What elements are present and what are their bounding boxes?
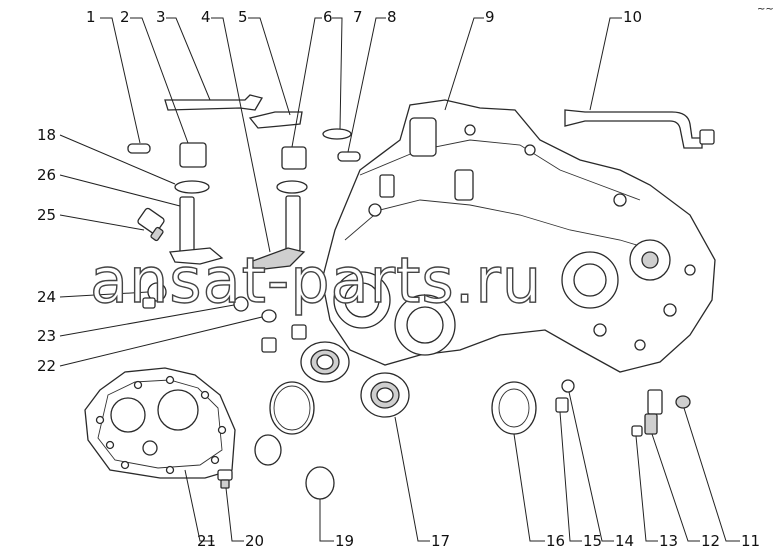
- callout-16: 16: [546, 532, 565, 550]
- side-cover-21: [84, 367, 236, 479]
- callout-22: 22: [37, 357, 56, 375]
- pin-8: [337, 151, 361, 162]
- bushing-small-b: [291, 324, 307, 340]
- callout-26: 26: [37, 166, 56, 184]
- callout-14: 14: [615, 532, 634, 550]
- bearing-17: [360, 372, 410, 418]
- drain-plug-20: [217, 469, 233, 489]
- callout-21: 21: [197, 532, 216, 550]
- callout-4: 4: [201, 8, 211, 26]
- callout-9: 9: [485, 8, 495, 26]
- callout-13: 13: [659, 532, 678, 550]
- callout-25: 25: [37, 206, 56, 224]
- seal-ring-18: [174, 180, 210, 194]
- shift-rod: [564, 109, 715, 149]
- oil-seal-16: [491, 381, 537, 435]
- callout-3: 3: [156, 8, 166, 26]
- callout-24: 24: [37, 288, 56, 306]
- o-ring-14: [561, 379, 575, 393]
- callout-18: 18: [37, 126, 56, 144]
- o-ring-7: [322, 128, 352, 140]
- plug-22: [261, 309, 277, 323]
- bearing-upper: [300, 341, 350, 383]
- washer-13: [631, 425, 643, 437]
- bushing-small-a: [261, 337, 277, 353]
- transmission-housing: [321, 99, 716, 373]
- o-ring-19: [305, 466, 335, 500]
- leader-lines: [59, 17, 740, 542]
- callout-10: 10: [623, 8, 642, 26]
- callout-2: 2: [120, 8, 130, 26]
- callout-8: 8: [387, 8, 397, 26]
- callout-5: 5: [238, 8, 248, 26]
- shift-fork-plate-3: [164, 94, 263, 111]
- watermark-text: ansat-parts.ru: [90, 244, 542, 317]
- callout-1: 1: [86, 8, 96, 26]
- callout-12: 12: [701, 532, 720, 550]
- snap-ring-small: [254, 434, 282, 466]
- callout-11: 11: [741, 532, 760, 550]
- bushing-2: [179, 142, 207, 168]
- callout-17: 17: [431, 532, 450, 550]
- clip-15: [555, 397, 569, 413]
- callout-6: 6: [323, 8, 333, 26]
- sensor-25: [137, 207, 165, 242]
- callout-15: 15: [583, 532, 602, 550]
- switch-24: [142, 282, 167, 309]
- callout-20: 20: [245, 532, 264, 550]
- callout-19: 19: [335, 532, 354, 550]
- bracket-5: [248, 111, 303, 129]
- plug-23: [233, 296, 249, 312]
- callout-23: 23: [37, 327, 56, 345]
- seal-ring-18b: [276, 180, 308, 194]
- nut-11: [675, 395, 691, 409]
- corner-mark: ~~: [757, 4, 774, 15]
- pin-1: [127, 143, 151, 154]
- snap-ring-large: [269, 381, 315, 435]
- shift-shaft-4: [249, 195, 306, 271]
- speed-sensor-12: [644, 389, 663, 435]
- callout-7: 7: [353, 8, 363, 26]
- shift-shaft-26: [168, 196, 224, 265]
- bushing-6: [281, 146, 307, 170]
